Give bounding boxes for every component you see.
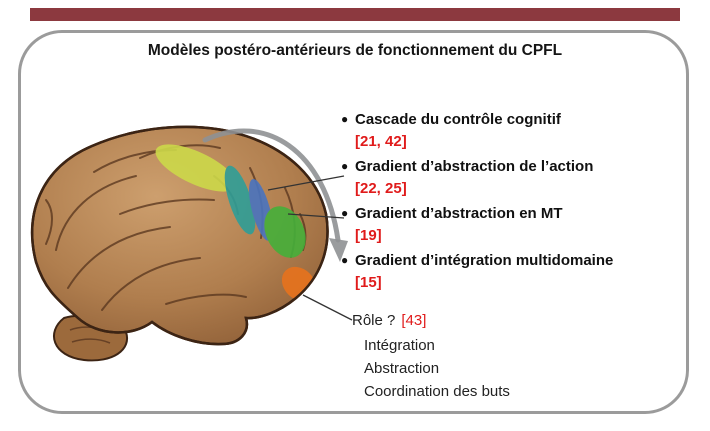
- bullet-icon: ●: [341, 112, 349, 126]
- model-label: Gradient d’abstraction en MT: [355, 205, 563, 222]
- bullet-icon: ●: [341, 159, 349, 173]
- model-item: ● Gradient d’abstraction en MT [19]: [341, 202, 691, 247]
- model-refs: [22, 25]: [355, 180, 407, 197]
- model-refs: [19]: [355, 227, 382, 244]
- posterior-anterior-arrow: [202, 128, 348, 262]
- role-item: Abstraction: [364, 360, 440, 377]
- region-rostral-green-patch: [264, 206, 306, 258]
- connector-line-abstraction: [267, 175, 345, 191]
- connector-line-role: [302, 294, 353, 321]
- model-label: Gradient d’intégration multidomaine: [355, 252, 614, 269]
- region-premotor-yellow-patch: [155, 144, 237, 192]
- region-caudal-teal-patch: [224, 165, 256, 235]
- figure-title: Modèles postéro-antérieurs de fonctionne…: [147, 42, 563, 59]
- connector-line-mt: [287, 213, 345, 219]
- model-refs: [21, 42]: [355, 133, 407, 150]
- bullet-icon: ●: [341, 253, 349, 267]
- role-section: Rôle ? [43] Intégration Abstraction Coord…: [352, 310, 510, 403]
- model-item: ● Gradient d’abstraction de l’action [22,…: [341, 155, 691, 200]
- model-item: ● Cascade du contrôle cognitif [21, 42]: [341, 108, 691, 153]
- top-accent-bar: [30, 8, 680, 21]
- model-item: ● Gradient d’intégration multidomaine [15…: [341, 249, 691, 294]
- role-label: Rôle ?: [352, 312, 396, 329]
- model-refs: [15]: [355, 274, 382, 291]
- models-list: ● Cascade du contrôle cognitif [21, 42] ●…: [341, 108, 691, 296]
- role-refs: [43]: [401, 312, 427, 329]
- role-item: Intégration: [364, 337, 435, 354]
- bullet-icon: ●: [341, 206, 349, 220]
- cerebrum-outline: [31, 125, 329, 346]
- model-label: Gradient d’abstraction de l’action: [355, 158, 594, 175]
- model-label: Cascade du contrôle cognitif: [355, 111, 561, 128]
- role-item: Coordination des buts: [364, 383, 510, 400]
- connector-lines: [267, 175, 353, 321]
